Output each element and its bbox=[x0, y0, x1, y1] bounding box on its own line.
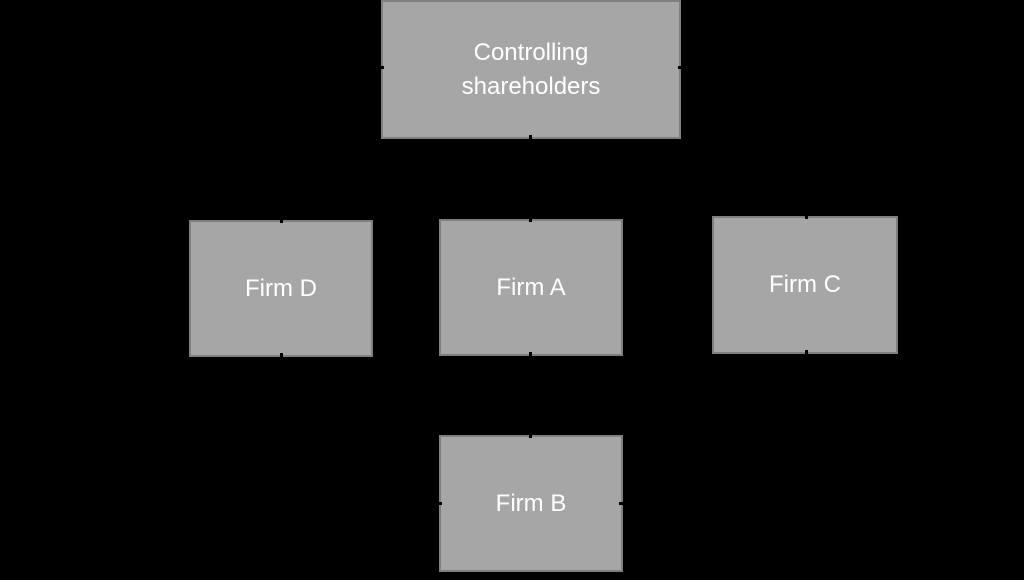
node-firm-c: Firm C bbox=[712, 216, 898, 354]
connector-stub-controlling-right bbox=[678, 66, 684, 69]
connector-stub-firm-b-left bbox=[436, 502, 442, 505]
node-firm-b: Firm B bbox=[439, 435, 623, 572]
node-controlling-shareholders-label: Controlling shareholders bbox=[461, 38, 601, 100]
node-firm-d-label: Firm D bbox=[245, 274, 317, 302]
connector-stub-firm-c-bottom bbox=[805, 350, 808, 356]
connector-stub-firm-b-top bbox=[529, 432, 532, 438]
node-firm-a-label: Firm A bbox=[496, 273, 566, 301]
connector-stub-controlling-left bbox=[378, 66, 384, 69]
node-firm-d: Firm D bbox=[189, 220, 373, 357]
connector-stub-firm-a-top bbox=[529, 216, 532, 222]
node-firm-c-label: Firm C bbox=[769, 271, 841, 298]
node-firm-b-label: Firm B bbox=[495, 489, 567, 517]
connector-stub-controlling-bottom bbox=[529, 135, 532, 141]
connector-stub-firm-d-bottom bbox=[280, 353, 283, 359]
connector-stub-firm-b-right bbox=[619, 502, 625, 505]
node-firm-a: Firm A bbox=[439, 219, 623, 356]
node-controlling-shareholders: Controlling shareholders bbox=[381, 0, 681, 139]
connector-stub-firm-a-bottom bbox=[529, 352, 532, 358]
connector-stub-firm-d-top bbox=[280, 217, 283, 223]
connector-stub-firm-c-top bbox=[805, 213, 808, 219]
